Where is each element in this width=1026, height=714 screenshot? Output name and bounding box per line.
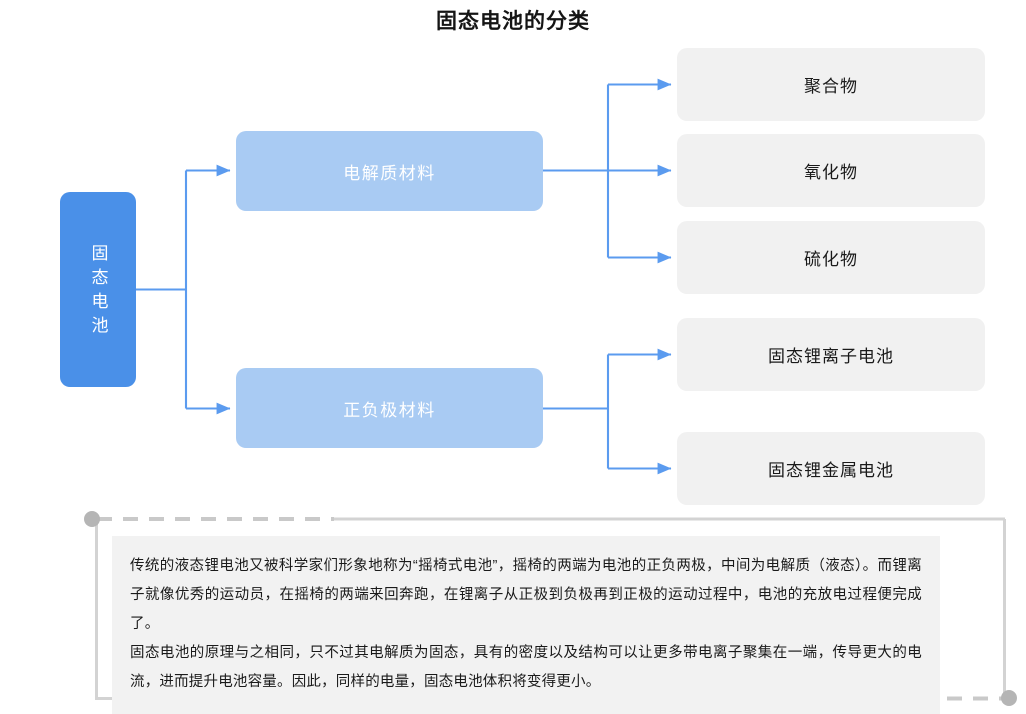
node-label: 聚合物 [804,77,858,96]
node-solid-state-li-metal-battery[interactable]: 固态锂金属电池 [677,432,985,505]
page-title: 固态电池的分类 [436,10,590,33]
node-oxide[interactable]: 氧化物 [677,134,985,207]
node-label: 氧化物 [804,163,858,182]
frame-dot-bottom-right [1001,690,1017,706]
node-sulfide[interactable]: 硫化物 [677,221,985,294]
node-label: 正负极材料 [343,400,436,420]
note-paragraph-2: 固态电池的原理与之相同，只不过其电解质为固态，具有的密度以及结构可以让更多带电离… [130,645,922,690]
note-panel: 传统的液态锂电池又被科学家们形象地称为“摇椅式电池”，摇椅的两端为电池的正负两极… [112,536,940,714]
node-solid-state-li-ion-battery[interactable]: 固态锂离子电池 [677,318,985,391]
node-root[interactable]: 固态电池 [60,192,136,387]
node-label: 固态锂金属电池 [768,461,894,480]
note-paragraph-1: 传统的液态锂电池又被科学家们形象地称为“摇椅式电池”，摇椅的两端为电池的正负两极… [130,558,922,632]
node-root-label: 固态电池 [88,243,108,340]
node-label: 固态锂离子电池 [768,347,894,366]
node-electrode-material[interactable]: 正负极材料 [236,368,543,448]
frame-dot-top-left [84,511,100,527]
node-electrolyte-material[interactable]: 电解质材料 [236,131,543,211]
node-label: 电解质材料 [343,163,436,183]
node-polymer[interactable]: 聚合物 [677,48,985,121]
node-label: 硫化物 [804,250,858,269]
